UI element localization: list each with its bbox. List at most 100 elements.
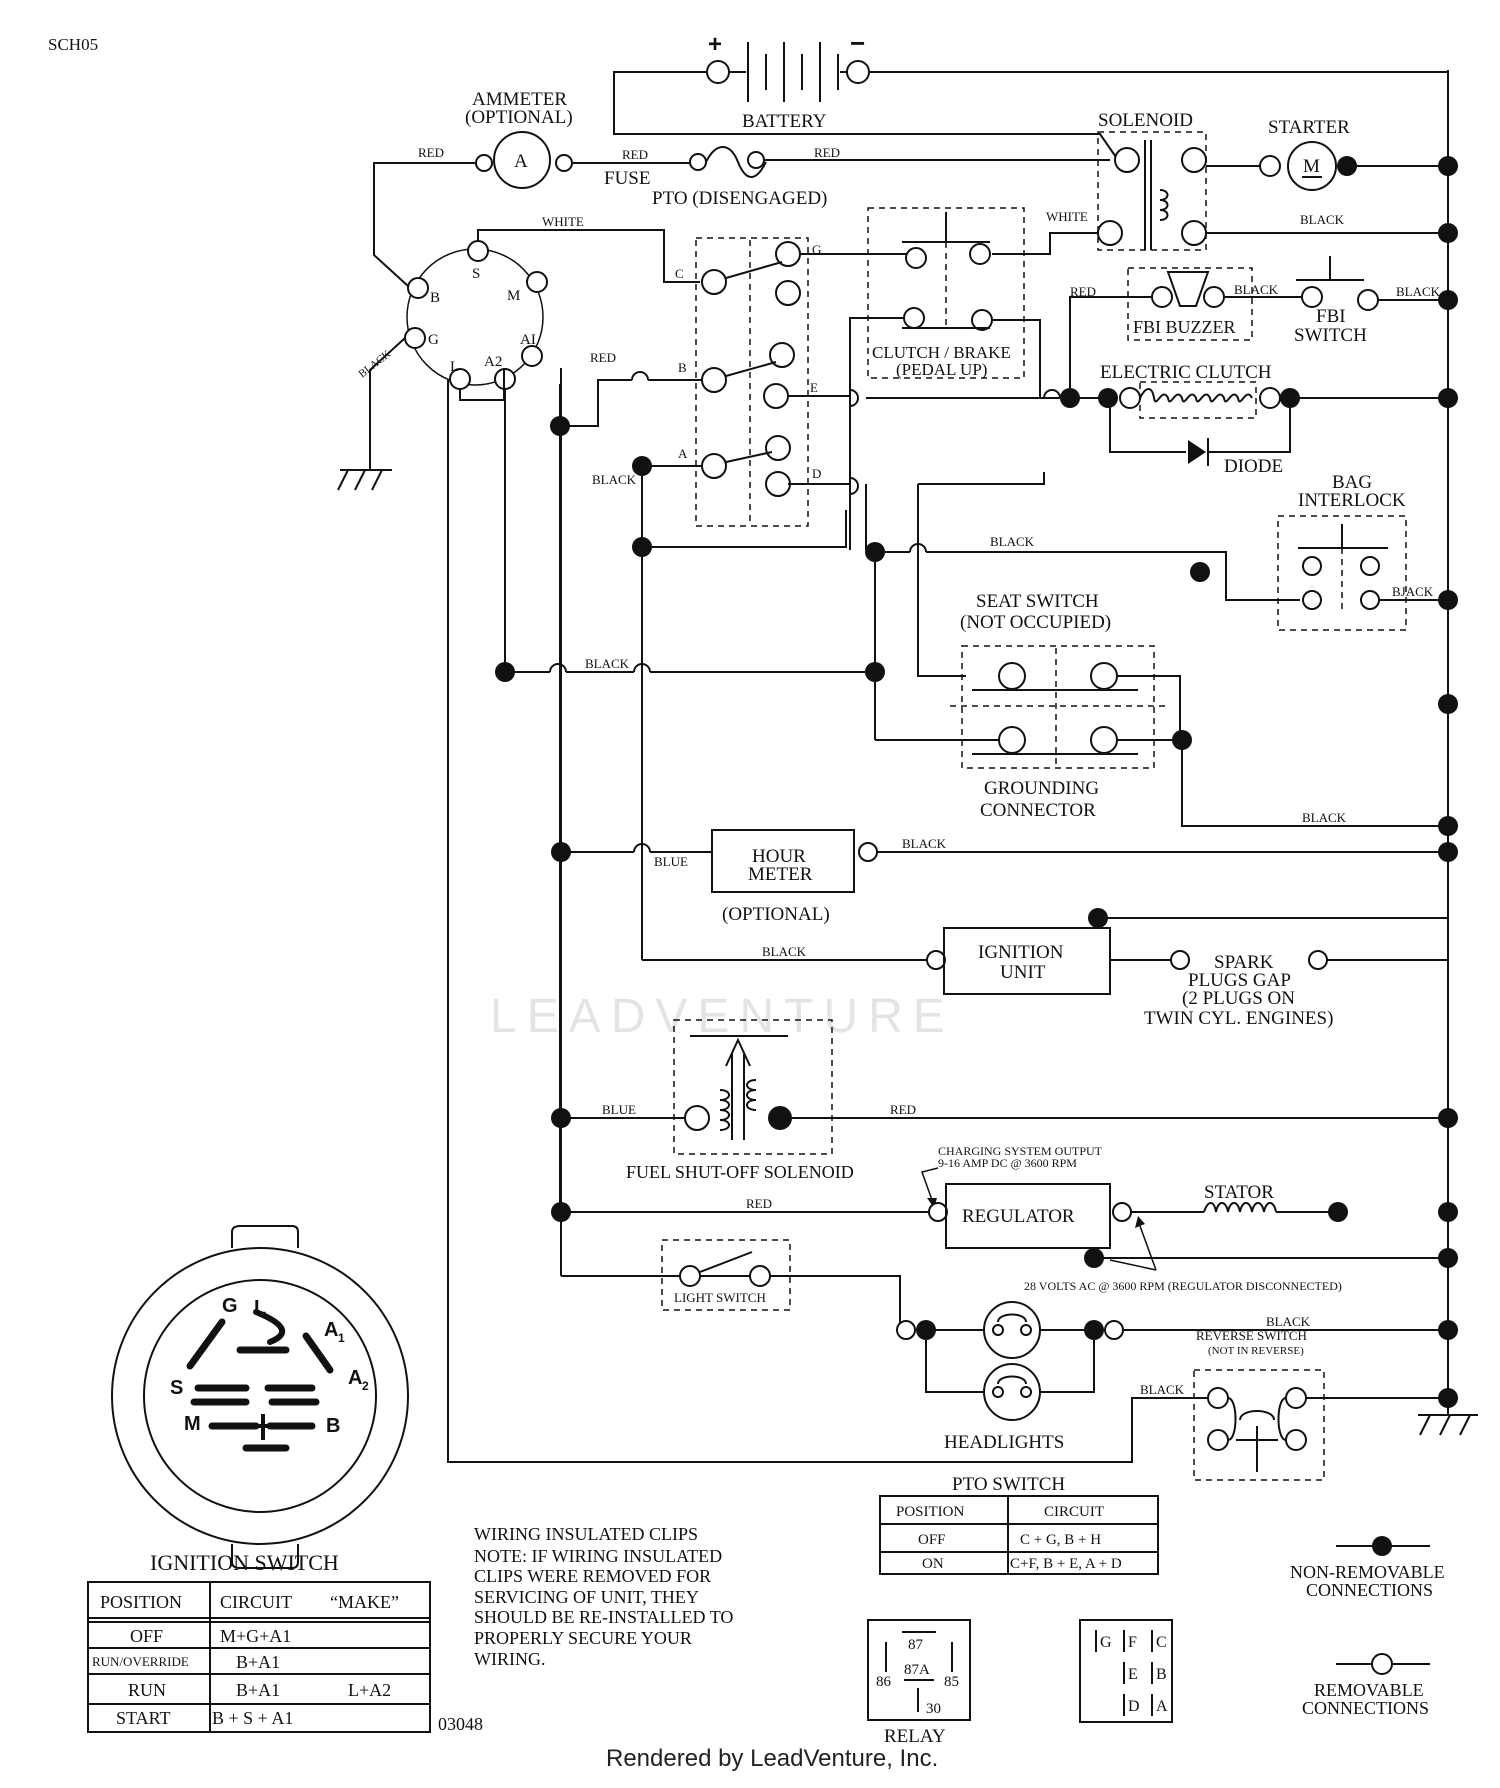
pto-term-g: G	[812, 242, 821, 257]
volts-ac-label: 28 VOLTS AC @ 3600 RPM (REGULATOR DISCON…	[1024, 1279, 1342, 1293]
battery-label: BATTERY	[742, 111, 827, 132]
charging-label-1: CHARGING SYSTEM OUTPUT	[938, 1144, 1103, 1158]
diode: DIODE	[1109, 398, 1291, 477]
wire-red-5: RED	[590, 350, 616, 365]
solenoid: SOLENOID	[1097, 110, 1207, 251]
charging-label-2: 9-16 AMP DC @ 3600 RPM	[938, 1156, 1077, 1170]
wire-black-ground: BLACK	[356, 348, 393, 380]
legend-removable-2: CONNECTIONS	[1302, 1698, 1429, 1718]
watermark: LEADVENTURE	[490, 990, 955, 1043]
seat-switch: SEAT SWITCH (NOT OCCUPIED)	[950, 591, 1166, 769]
electric-clutch-label: ELECTRIC CLUTCH	[1100, 362, 1272, 383]
relay-pin-87a: 87A	[904, 1662, 930, 1678]
relay-pin-30: 30	[926, 1701, 941, 1717]
ign-row-run-circ: B+A1	[236, 1680, 280, 1700]
battery-minus: −	[850, 28, 865, 58]
wire-black-fbi2: BLACK	[1396, 284, 1441, 299]
spark-plugs: SPARK PLUGS GAP (2 PLUGS ON TWIN CYL. EN…	[1144, 950, 1333, 1029]
face-l: L	[254, 1297, 266, 1319]
pto-pin-f: F	[1128, 1634, 1137, 1651]
note-line-4: SHOULD BE RE-INSTALLED TO	[474, 1607, 733, 1627]
hour-meter-label: HOUR	[752, 846, 806, 867]
bag-interlock-label: BAG	[1332, 472, 1372, 493]
pto-table-title: PTO SWITCH	[952, 1474, 1065, 1495]
hour-meter: HOUR METER (OPTIONAL)	[711, 829, 855, 925]
spark-label-4: TWIN CYL. ENGINES)	[1144, 1008, 1333, 1029]
wire-black-seat: BLACK	[585, 656, 630, 671]
fbi-switch-label: FBI	[1316, 306, 1346, 327]
ignition-terminal-block: S M B G L A2 AI	[404, 240, 548, 390]
ign-term-m: M	[507, 288, 520, 304]
relay-label: RELAY	[884, 1726, 946, 1747]
ammeter-symbol: A	[514, 151, 528, 172]
wire-black-pto: BLACK	[592, 472, 637, 487]
ignition-unit-label: IGNITION	[978, 942, 1064, 963]
wire-black-bag: BLACK	[990, 534, 1035, 549]
face-s: S	[170, 1377, 183, 1399]
pto-term-b: B	[678, 360, 687, 375]
footer-credit: Rendered by LeadVenture, Inc.	[606, 1745, 938, 1772]
bag-interlock: BAG INTERLOCK	[1277, 472, 1407, 631]
stator-label: STATOR	[1204, 1182, 1274, 1203]
ign-row-override-circ: B+A1	[236, 1652, 280, 1672]
ign-term-ai: AI	[520, 332, 536, 348]
spark-label-3: (2 PLUGS ON	[1182, 988, 1295, 1009]
face-m: M	[184, 1413, 201, 1435]
pto-row-on-pos: ON	[922, 1556, 944, 1572]
ign-header-circuit: CIRCUIT	[220, 1592, 292, 1612]
seat-switch-label: SEAT SWITCH	[976, 591, 1099, 612]
legend-nonremovable-1: NON-REMOVABLE	[1290, 1562, 1445, 1582]
wire-black-rev: BLACK	[1140, 1382, 1185, 1397]
diode-label: DIODE	[1224, 456, 1283, 477]
ammeter-label: AMMETER	[472, 89, 567, 110]
fbi-switch: FBI SWITCH	[1294, 256, 1379, 346]
ground-bus	[1418, 70, 1478, 1436]
pto-row-off-pos: OFF	[918, 1532, 946, 1548]
pto-label: PTO (DISENGAGED)	[652, 188, 827, 209]
face-a2: A	[348, 1367, 362, 1389]
ignition-switch-title: IGNITION SWITCH	[150, 1550, 339, 1575]
wire-black-seat2: BLACK	[1302, 810, 1347, 825]
pto-connector: G F C E B D A	[1079, 1619, 1173, 1723]
pto-row-on-circ: C+F, B + E, A + D	[1010, 1556, 1122, 1572]
ign-header-make: “MAKE”	[330, 1592, 399, 1612]
note-line-3: SERVICING OF UNIT, THEY	[474, 1587, 699, 1607]
face-b: B	[326, 1415, 340, 1437]
pto-term-d: D	[812, 466, 821, 481]
fbi-switch-sub: SWITCH	[1294, 325, 1367, 346]
ign-row-start-circ: B + S + A1	[212, 1708, 293, 1728]
solenoid-label: SOLENOID	[1098, 110, 1193, 131]
pto-switch: C G B E A D PTO (DISENGAGED)	[652, 188, 827, 527]
light-switch: LIGHT SWITCH	[661, 1239, 791, 1311]
ign-row-off-circ: M+G+A1	[220, 1626, 291, 1646]
spark-label-2: PLUGS GAP	[1188, 970, 1291, 991]
regulator: REGULATOR	[945, 1183, 1111, 1249]
starter: M STARTER	[1259, 117, 1357, 191]
pto-term-a: A	[678, 446, 688, 461]
face-a1-sub: 1	[338, 1331, 345, 1345]
reverse-switch-label: REVERSE SWITCH	[1196, 1328, 1307, 1343]
pto-pin-b: B	[1156, 1666, 1167, 1683]
seat-switch-sub: (NOT OCCUPIED)	[960, 612, 1111, 633]
wiring-note: WIRING INSULATED CLIPS NOTE: IF WIRING I…	[474, 1524, 733, 1669]
starter-label: STARTER	[1268, 117, 1350, 138]
wire-red-1: RED	[418, 145, 444, 160]
headlights: HEADLIGHTS	[944, 1301, 1064, 1453]
fuse-label: FUSE	[604, 168, 650, 189]
regulator-label: REGULATOR	[962, 1206, 1075, 1227]
diagram-id: SCH05	[48, 35, 98, 54]
pto-header-circuit: CIRCUIT	[1044, 1504, 1104, 1520]
pto-pin-a: A	[1156, 1698, 1168, 1715]
ignition-unit: IGNITION UNIT	[943, 927, 1111, 995]
ign-term-l: L	[450, 359, 459, 375]
fbi-buzzer: FBI BUZZER	[1127, 267, 1253, 341]
pto-pin-g: G	[1100, 1634, 1112, 1651]
hour-meter-optional: (OPTIONAL)	[722, 904, 830, 925]
light-switch-label: LIGHT SWITCH	[674, 1290, 766, 1305]
pto-row-off-circ: C + G, B + H	[1020, 1532, 1101, 1548]
ignition-switch-table: POSITION CIRCUIT “MAKE” OFF M+G+A1 RUN/O…	[87, 1581, 431, 1733]
relay: 87 86 87A 85 30 RELAY	[867, 1619, 971, 1747]
legend-nonremovable-2: CONNECTIONS	[1306, 1580, 1433, 1600]
bag-interlock-sub: INTERLOCK	[1298, 490, 1406, 511]
